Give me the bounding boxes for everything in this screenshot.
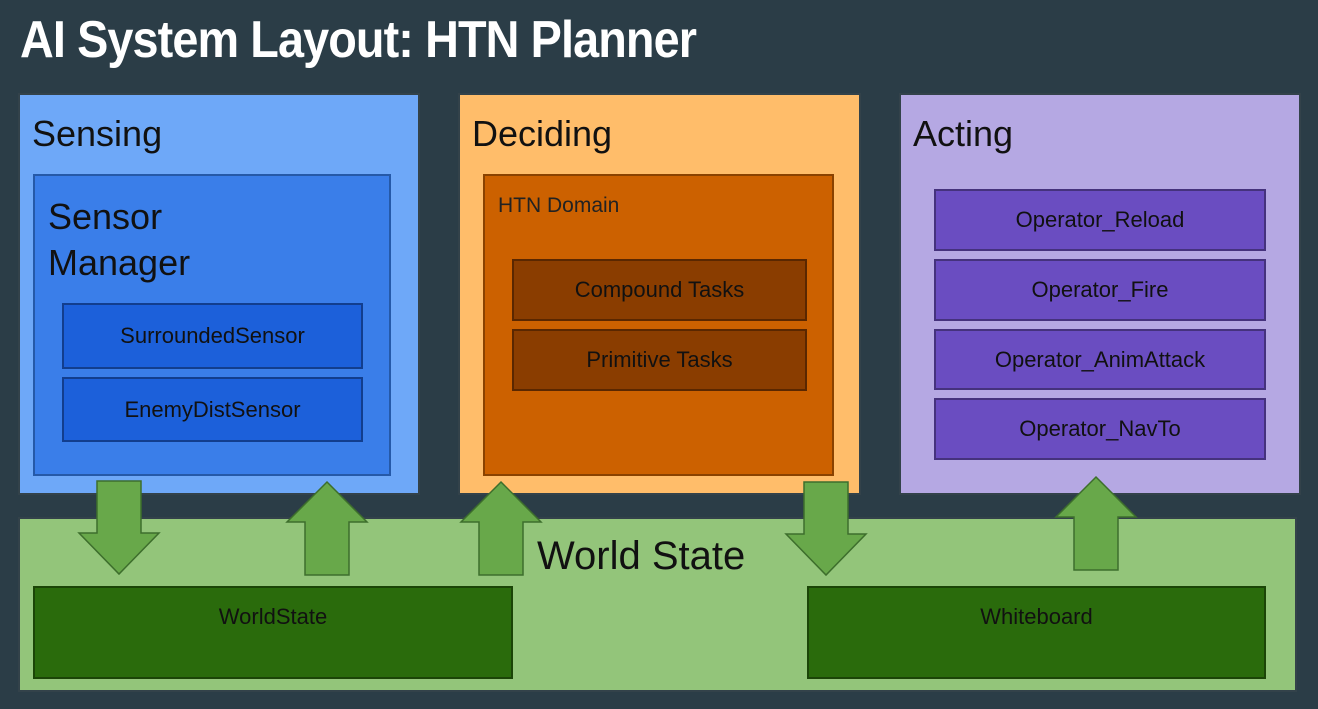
sensor-enemy-dist: EnemyDistSensor (62, 377, 363, 442)
arrow-up-world-to-acting (1054, 475, 1138, 571)
operator-reload: Operator_Reload (934, 189, 1266, 251)
sensor-manager-line2: Manager (48, 242, 191, 283)
operator-navto: Operator_NavTo (934, 398, 1266, 460)
htn-domain-label: HTN Domain (498, 194, 620, 217)
htn-domain-box: HTN Domain (483, 174, 834, 476)
operator-anim-attack: Operator_AnimAttack (934, 329, 1266, 390)
slide-title: AI System Layout: HTN Planner (20, 11, 697, 69)
arrow-up-world-to-deciding (459, 480, 543, 576)
primitive-tasks-box: Primitive Tasks (512, 329, 807, 391)
compound-tasks-box: Compound Tasks (512, 259, 807, 321)
world-state-label: World State (537, 534, 746, 578)
worldstate-store: WorldState (33, 586, 513, 679)
acting-label: Acting (913, 113, 1014, 154)
whiteboard-store: Whiteboard (807, 586, 1266, 679)
sensor-manager-label: Sensor Manager (48, 194, 190, 286)
arrow-down-sensing-to-world (77, 480, 161, 576)
deciding-label: Deciding (472, 113, 613, 154)
sensor-surrounded: SurroundedSensor (62, 303, 363, 369)
arrow-up-world-to-sensing (285, 480, 369, 576)
operator-fire: Operator_Fire (934, 259, 1266, 321)
arrow-down-deciding-to-world (784, 481, 868, 577)
sensor-manager-line1: Sensor (48, 196, 163, 237)
sensing-label: Sensing (32, 113, 163, 154)
